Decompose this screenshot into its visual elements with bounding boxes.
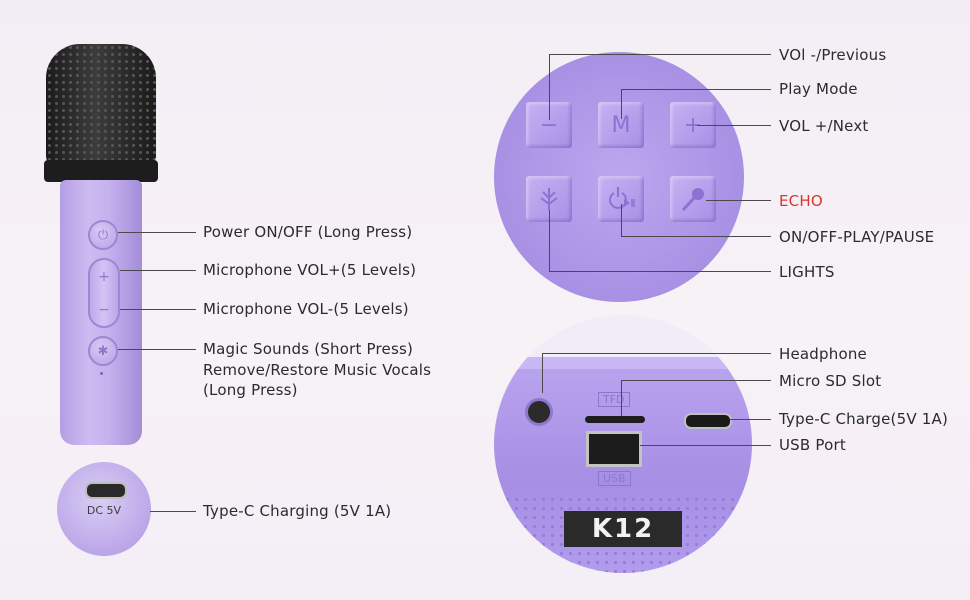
leader-line — [621, 236, 771, 237]
leader-line — [120, 270, 196, 271]
label-vol-next: VOL +/Next — [779, 117, 869, 135]
leader-line — [621, 380, 622, 416]
label-power: Power ON/OFF (Long Press) — [203, 223, 413, 241]
key-volume-down[interactable]: − — [526, 102, 572, 148]
label-echo: ECHO — [779, 192, 823, 210]
leader-line — [549, 54, 550, 120]
leader-line — [621, 89, 771, 90]
microphone-icon[interactable] — [670, 176, 716, 222]
indicator-dot — [100, 372, 103, 375]
microphone-base: DC 5V — [57, 462, 151, 556]
leader-line — [706, 200, 771, 201]
label-usb-port: USB Port — [779, 436, 846, 454]
plus-icon: + — [98, 268, 110, 285]
ports-closeup: TFD USB K12 — [494, 315, 752, 573]
label-on-off-play: ON/OFF-PLAY/PAUSE — [779, 228, 935, 246]
label-long-press: (Long Press) — [203, 381, 298, 399]
leader-line — [640, 445, 771, 446]
leader-line — [697, 125, 771, 126]
type-c-port-icon — [85, 482, 127, 499]
type-c-port-icon — [684, 413, 732, 429]
minus-icon: − — [98, 301, 110, 318]
leader-line — [118, 232, 196, 233]
leader-line — [730, 419, 771, 420]
sd-slot-label: TFD — [598, 392, 630, 407]
label-headphone: Headphone — [779, 345, 867, 363]
volume-rocker[interactable]: + − — [88, 258, 120, 328]
label-charging: Type-C Charging (5V 1A) — [203, 502, 392, 520]
label-vol-up: Microphone VOL+(5 Levels) — [203, 261, 417, 279]
leader-line — [621, 380, 771, 381]
label-magic-sounds: Magic Sounds (Short Press) — [203, 340, 414, 358]
base-dc-label: DC 5V — [86, 504, 122, 517]
model-logo: K12 — [564, 511, 682, 547]
leader-line — [150, 511, 196, 512]
microphone-grille — [46, 44, 156, 166]
button-panel-closeup: − M + — [494, 52, 744, 302]
leader-line — [549, 271, 771, 272]
leader-line — [621, 204, 622, 236]
usb-port-icon — [586, 431, 642, 467]
headphone-jack-icon — [525, 398, 553, 426]
magic-sounds-button[interactable]: ✱ — [88, 336, 118, 366]
label-play-mode: Play Mode — [779, 80, 858, 98]
power-button[interactable]: ⏻ — [88, 220, 118, 250]
label-lights: LIGHTS — [779, 263, 835, 281]
usb-port-label: USB — [598, 471, 631, 486]
power-play-icon[interactable] — [598, 176, 644, 222]
leader-line — [549, 54, 771, 55]
leader-line — [120, 309, 196, 310]
leader-line — [621, 89, 622, 119]
label-vol-down: Microphone VOL-(5 Levels) — [203, 300, 409, 318]
label-vol-previous: VOl -/Previous — [779, 46, 887, 64]
leader-line — [118, 349, 196, 350]
label-vocals: Remove/Restore Music Vocals — [203, 361, 432, 379]
label-micro-sd: Micro SD Slot — [779, 372, 882, 390]
leader-line — [542, 353, 771, 354]
microphone-ring — [44, 160, 158, 182]
sd-slot-icon — [585, 416, 645, 423]
label-type-c-charge: Type-C Charge(5V 1A) — [779, 410, 949, 428]
leader-line — [549, 210, 550, 271]
leader-line — [542, 353, 543, 393]
